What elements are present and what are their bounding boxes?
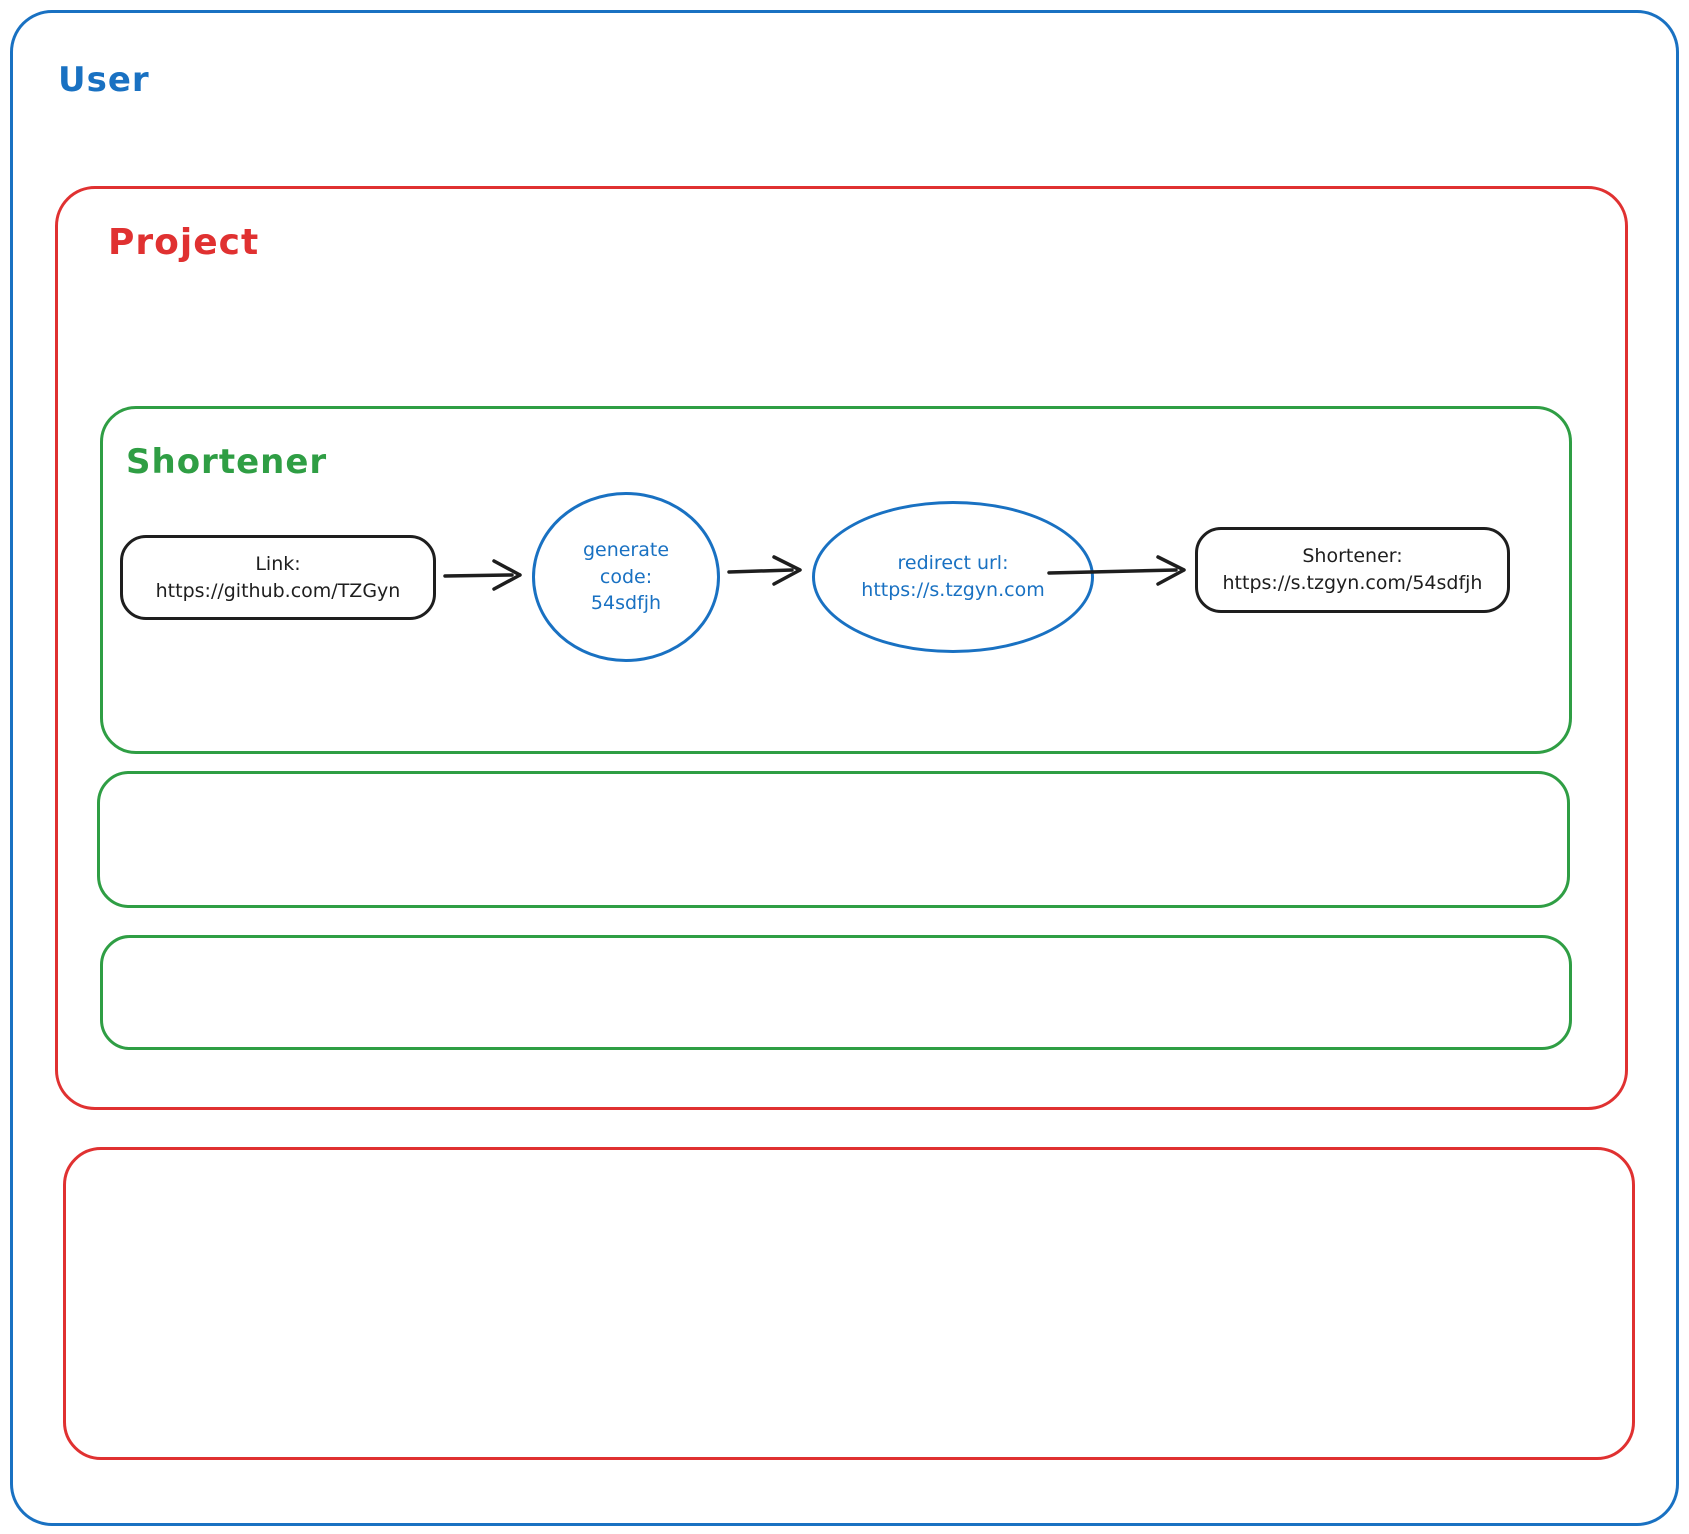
generate-code-node: generate code: 54sdfjh (532, 492, 720, 662)
arrow-right-icon (727, 555, 802, 586)
empty-green-box-1 (97, 771, 1570, 908)
arrow-right-icon (1047, 555, 1186, 586)
shortener-result-node: Shortener: https://s.tzgyn.com/54sdfjh (1195, 527, 1510, 613)
user-container-box (10, 10, 1679, 1526)
shortener-result-title: Shortener: (1302, 545, 1403, 568)
shortener-result-url: https://s.tzgyn.com/54sdfjh (1222, 572, 1483, 594)
project-label: Project (108, 222, 260, 263)
generate-code-line-1: generate (582, 539, 670, 562)
shortener-container-box (100, 406, 1572, 754)
redirect-url-node: redirect url: https://s.tzgyn.com (812, 501, 1094, 653)
project-container-box (55, 186, 1628, 1110)
link-node-title: Link: (255, 552, 301, 575)
redirect-url-line-2: https://s.tzgyn.com (861, 579, 1045, 601)
empty-green-box-2 (100, 935, 1572, 1050)
link-node-url: https://github.com/TZGyn (155, 579, 401, 602)
shortener-label: Shortener (126, 442, 328, 482)
generate-code-line-2: code: (599, 565, 653, 588)
link-node: Link: https://github.com/TZGyn (120, 535, 436, 620)
generate-code-line-3: 54sdfjh (590, 592, 662, 615)
user-label: User (58, 60, 150, 100)
empty-red-box (63, 1147, 1635, 1460)
redirect-url-line-1: redirect url: (897, 552, 1009, 575)
arrow-right-icon (443, 559, 522, 591)
